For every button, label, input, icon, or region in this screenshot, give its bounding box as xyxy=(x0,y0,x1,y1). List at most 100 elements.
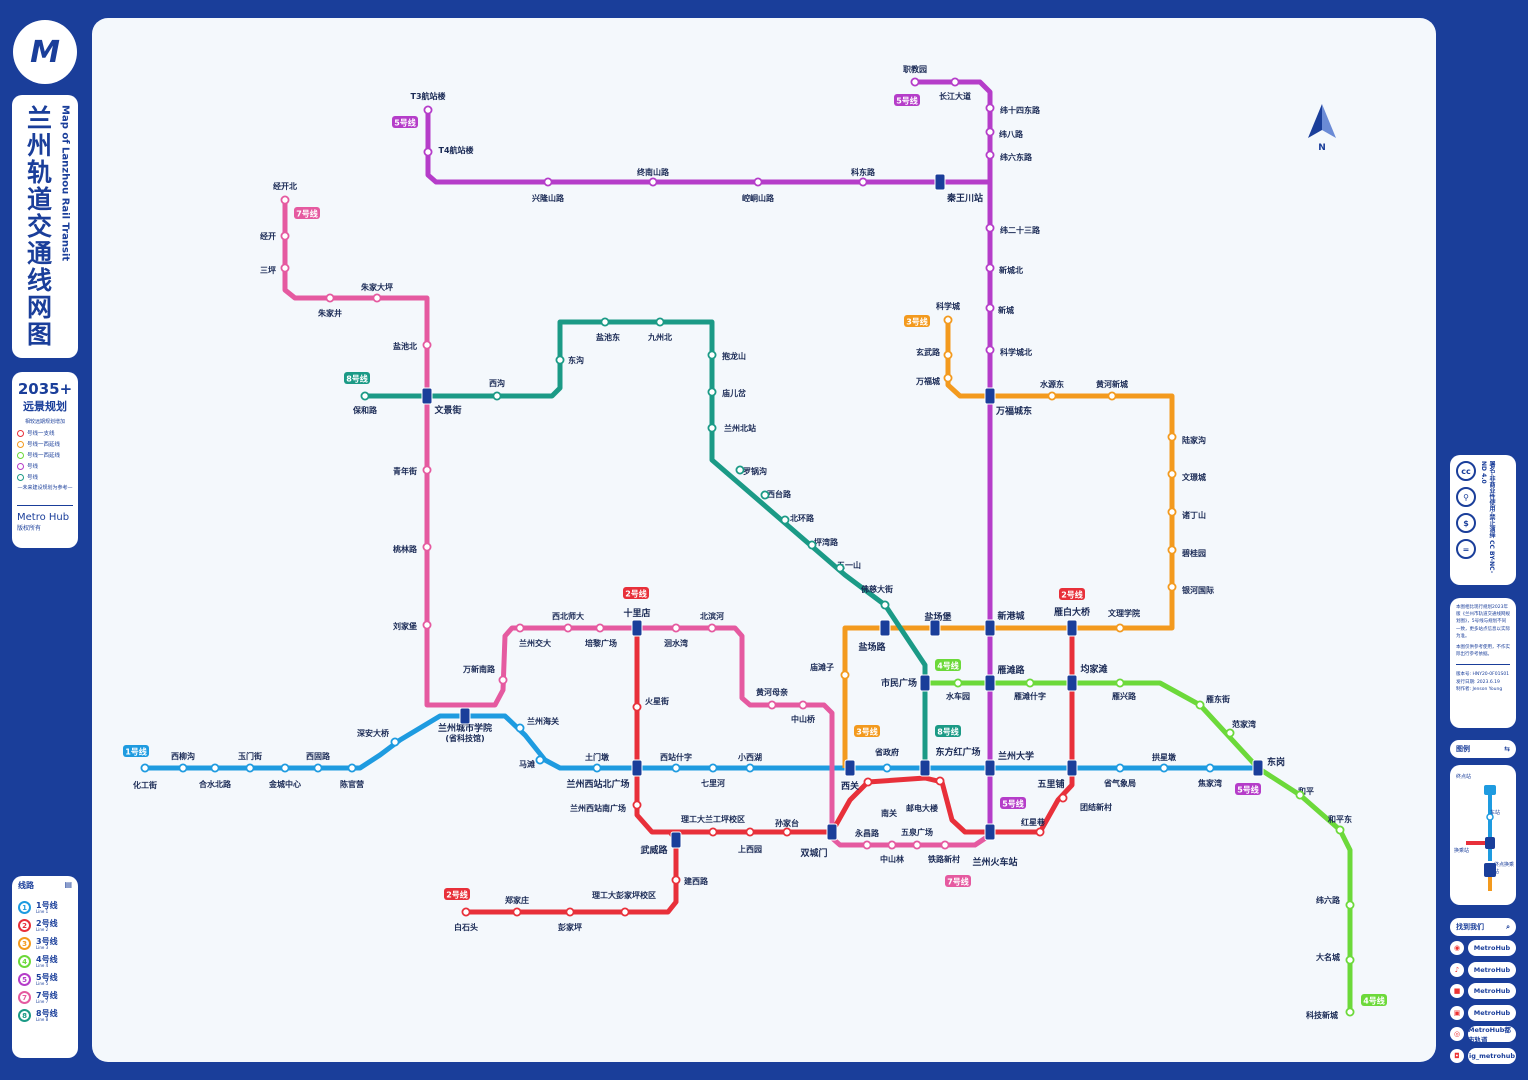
station-label[interactable]: 拱星墩 xyxy=(1152,752,1177,762)
transfer-station-icon[interactable] xyxy=(984,759,996,777)
station-icon[interactable] xyxy=(1047,391,1057,401)
station-icon[interactable] xyxy=(313,763,323,773)
station-label[interactable]: 职教园 xyxy=(903,64,927,74)
station-label[interactable]: 北环路 xyxy=(790,513,815,523)
station-icon[interactable] xyxy=(280,195,290,205)
station-label[interactable]: 北滨河 xyxy=(700,611,724,621)
station-icon[interactable] xyxy=(985,127,995,137)
station-icon[interactable] xyxy=(422,620,432,630)
station-label[interactable]: 科学城 xyxy=(936,301,960,311)
station-icon[interactable] xyxy=(1058,793,1068,803)
station-label[interactable]: 铁路新村 xyxy=(928,854,960,864)
station-icon[interactable] xyxy=(985,223,995,233)
station-icon[interactable] xyxy=(592,763,602,773)
station-label[interactable]: 朱家井 xyxy=(318,308,342,318)
station-label[interactable]: 庙滩子 xyxy=(810,662,834,672)
station-icon[interactable] xyxy=(492,391,502,401)
transfer-station-icon[interactable] xyxy=(929,619,941,637)
station-icon[interactable] xyxy=(943,315,953,325)
station-label[interactable]: 雁白大桥 xyxy=(1054,606,1091,618)
station-icon[interactable] xyxy=(910,77,920,87)
station-label[interactable]: 保和路 xyxy=(352,405,378,415)
station-icon[interactable] xyxy=(325,293,335,303)
station-label[interactable]: 团结新村 xyxy=(1080,802,1112,812)
station-label[interactable]: 东方红广场 xyxy=(935,746,980,758)
station-label[interactable]: 万福城 xyxy=(915,376,940,386)
station-label[interactable]: 经开北 xyxy=(273,181,297,191)
transfer-station-icon[interactable] xyxy=(631,619,643,637)
station-label[interactable]: 郑家庄 xyxy=(505,895,529,905)
transfer-station-icon[interactable] xyxy=(879,619,891,637)
station-icon[interactable] xyxy=(1115,623,1125,633)
station-label[interactable]: 盐场路 xyxy=(858,641,886,653)
station-icon[interactable] xyxy=(760,490,770,500)
station-icon[interactable] xyxy=(1205,763,1215,773)
station-label[interactable]: 纬二十三路 xyxy=(1000,225,1041,235)
station-label[interactable]: 科技新城 xyxy=(1306,1010,1338,1020)
station-icon[interactable] xyxy=(940,840,950,850)
transfer-station-icon[interactable] xyxy=(631,759,643,777)
transfer-station-icon[interactable] xyxy=(826,823,838,841)
station-icon[interactable] xyxy=(632,702,642,712)
station-label[interactable]: 盐池北 xyxy=(393,341,417,351)
station-label[interactable]: 新城北 xyxy=(999,265,1023,275)
station-label[interactable]: 金城中心 xyxy=(268,779,301,789)
station-icon[interactable] xyxy=(1225,728,1235,738)
station-icon[interactable] xyxy=(1159,763,1169,773)
transfer-station-icon[interactable] xyxy=(1066,674,1078,692)
station-icon[interactable] xyxy=(985,345,995,355)
transfer-station-icon[interactable] xyxy=(984,387,996,405)
transfer-station-icon[interactable] xyxy=(421,387,433,405)
station-label[interactable]: 七里河 xyxy=(701,778,725,788)
station-label[interactable]: 兰州海关 xyxy=(527,716,559,726)
station-icon[interactable] xyxy=(767,700,777,710)
station-label[interactable]: 兴隆山路 xyxy=(532,193,565,203)
transfer-station-icon[interactable] xyxy=(1252,759,1264,777)
station-label[interactable]: 银河国际 xyxy=(1181,585,1214,595)
station-icon[interactable] xyxy=(863,777,873,787)
station-label[interactable]: 兰州大学 xyxy=(998,750,1034,762)
station-icon[interactable] xyxy=(953,678,963,688)
station-icon[interactable] xyxy=(515,723,525,733)
station-icon[interactable] xyxy=(178,763,188,773)
transfer-station-icon[interactable] xyxy=(984,823,996,841)
station-label[interactable]: 五里铺 xyxy=(1037,778,1064,790)
station-icon[interactable] xyxy=(422,340,432,350)
station-label[interactable]: 长江大道 xyxy=(939,91,971,101)
station-label[interactable]: 南关 xyxy=(881,808,897,818)
station-label[interactable]: 双城门 xyxy=(800,847,827,859)
station-label[interactable]: 九州北 xyxy=(647,332,672,342)
station-icon[interactable] xyxy=(140,763,150,773)
social-douyin[interactable]: ♪MetroHub xyxy=(1450,961,1516,978)
social-weibo[interactable]: ◎MetroHub都市轨道 xyxy=(1450,1026,1516,1044)
transfer-station-icon[interactable] xyxy=(919,674,931,692)
station-label[interactable]: 科学城北 xyxy=(1000,347,1032,357)
transfer-station-icon[interactable] xyxy=(1066,759,1078,777)
station-icon[interactable] xyxy=(1167,469,1177,479)
station-label[interactable]: 小西湖 xyxy=(737,752,762,762)
station-label[interactable]: 雁滩什字 xyxy=(1014,691,1046,701)
station-label[interactable]: 青年街 xyxy=(393,466,417,476)
station-label[interactable]: T3航站楼 xyxy=(410,91,445,101)
transfer-station-icon[interactable] xyxy=(459,707,471,725)
station-label[interactable]: 科东路 xyxy=(851,167,876,177)
station-icon[interactable] xyxy=(943,373,953,383)
station-label[interactable]: 和平东 xyxy=(1328,814,1352,824)
station-icon[interactable] xyxy=(422,542,432,552)
station-icon[interactable] xyxy=(1167,432,1177,442)
station-icon[interactable] xyxy=(210,763,220,773)
station-label[interactable]: 理工大彭家坪校区 xyxy=(592,890,656,900)
station-icon[interactable] xyxy=(280,763,290,773)
station-icon[interactable] xyxy=(1345,900,1355,910)
station-label[interactable]: 五一山 xyxy=(837,560,861,570)
station-icon[interactable] xyxy=(807,540,817,550)
station-icon[interactable] xyxy=(882,763,892,773)
station-label[interactable]: 五泉广场 xyxy=(901,827,933,837)
station-label[interactable]: 雁滩路 xyxy=(997,664,1025,676)
station-label[interactable]: 玄武路 xyxy=(916,347,941,357)
station-icon[interactable] xyxy=(1167,507,1177,517)
station-label[interactable]: 合水北路 xyxy=(198,779,232,789)
